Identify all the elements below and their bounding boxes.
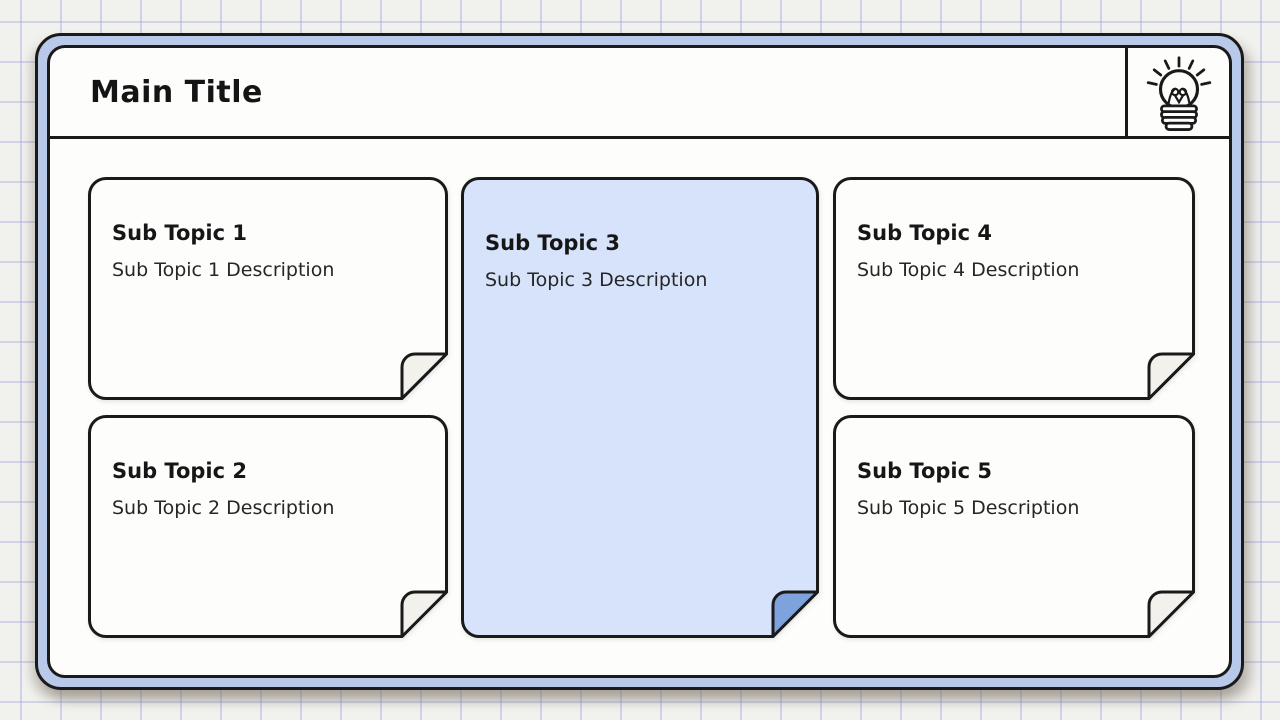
subtopic-card-2[interactable]: Sub Topic 2 Sub Topic 2 Description xyxy=(88,415,448,638)
card-paper-shape xyxy=(833,415,1195,638)
card-description: Sub Topic 4 Description xyxy=(857,259,1080,281)
card-description: Sub Topic 3 Description xyxy=(485,269,708,291)
card-title: Sub Topic 2 xyxy=(112,459,247,483)
card-paper-shape xyxy=(88,415,448,638)
lightbulb-icon xyxy=(1146,56,1211,131)
page-title: Main Title xyxy=(90,74,263,110)
board-content: Sub Topic 1 Sub Topic 1 Description Sub … xyxy=(50,139,1229,675)
card-description: Sub Topic 5 Description xyxy=(857,497,1080,519)
card-paper-shape xyxy=(833,177,1195,400)
board-header: Main Title xyxy=(50,48,1229,139)
subtopic-card-5[interactable]: Sub Topic 5 Sub Topic 5 Description xyxy=(833,415,1195,638)
card-text: Sub Topic 3 Sub Topic 3 Description xyxy=(461,177,819,291)
subtopic-card-4[interactable]: Sub Topic 4 Sub Topic 4 Description xyxy=(833,177,1195,400)
main-board-frame: Main Title xyxy=(35,33,1244,690)
card-title: Sub Topic 3 xyxy=(485,231,620,255)
card-description: Sub Topic 2 Description xyxy=(112,497,335,519)
card-text: Sub Topic 4 Sub Topic 4 Description xyxy=(833,177,1195,281)
card-text: Sub Topic 5 Sub Topic 5 Description xyxy=(833,415,1195,519)
card-title: Sub Topic 5 xyxy=(857,459,992,483)
card-text: Sub Topic 1 Sub Topic 1 Description xyxy=(88,177,448,281)
card-text: Sub Topic 2 Sub Topic 2 Description xyxy=(88,415,448,519)
card-paper-shape xyxy=(88,177,448,400)
card-description: Sub Topic 1 Description xyxy=(112,259,335,281)
card-title: Sub Topic 1 xyxy=(112,221,247,245)
card-title: Sub Topic 4 xyxy=(857,221,992,245)
subtopic-card-3[interactable]: Sub Topic 3 Sub Topic 3 Description xyxy=(461,177,819,638)
main-board: Main Title xyxy=(47,45,1232,678)
card-paper-shape xyxy=(461,177,819,638)
subtopic-card-1[interactable]: Sub Topic 1 Sub Topic 1 Description xyxy=(88,177,448,400)
lightbulb-box xyxy=(1125,48,1229,136)
